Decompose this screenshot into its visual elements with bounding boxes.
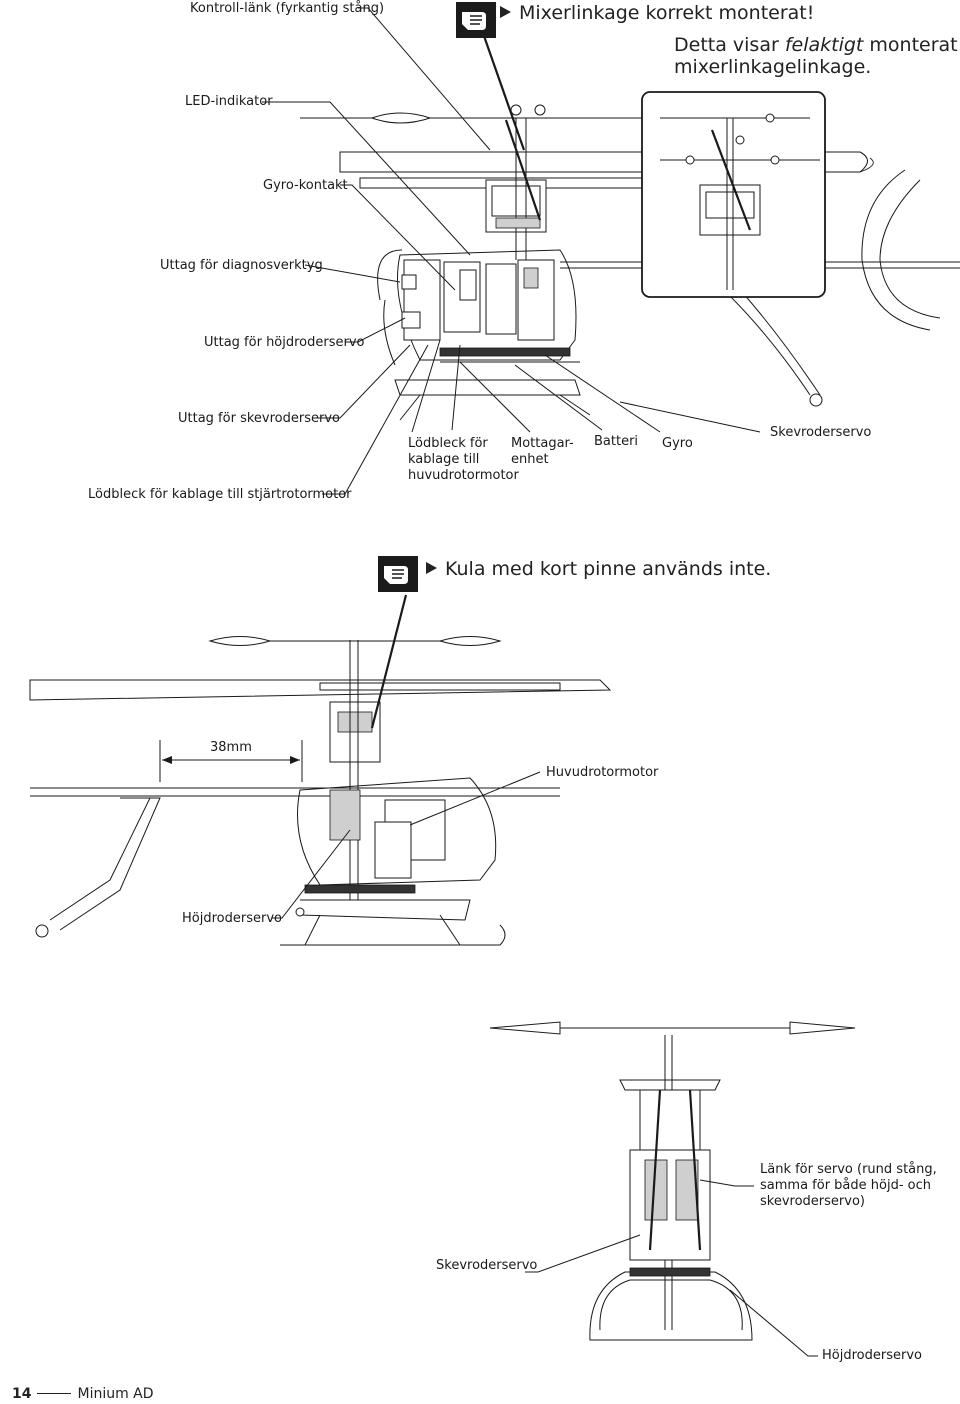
triangle-bullet-icon [500,6,511,18]
product-name: Minium AD [77,1386,154,1402]
label-main-motor-pad: Lödbleck för kablage till huvudrotormoto… [408,436,519,483]
triangle-bullet-icon [426,562,437,574]
page-number: 14 [12,1386,32,1402]
front-helicopter-drawing [489,1021,856,1357]
label-tail-motor-pad: Lödbleck för kablage till stjärtrotormot… [88,487,352,502]
label-aileron-servo-bottom: Skevroderservo [436,1258,538,1273]
label-gyro-connector: Gyro-kontakt [263,178,348,193]
label-elevator-port: Uttag för höjdroderservo [204,335,365,350]
label-aileron-servo-top: Skevroderservo [770,425,872,440]
label-servo-link: Länk för servo (rund stång, samma för bå… [760,1162,937,1209]
label-receiver: Mottagar-enhet [511,436,574,467]
mixer-note-title: Mixerlinkage korrekt monterat! [500,2,814,24]
dimension-38mm: 38mm [210,740,252,755]
label-elevator-servo-bottom: Höjdroderservo [822,1348,922,1363]
label-main-motor: Huvudrotormotor [546,765,659,780]
top-leader-lines [262,7,761,495]
footer-divider [37,1393,72,1394]
top-helicopter-drawing [300,35,960,421]
ball-note: Kula med kort pinne används inte. [426,558,771,580]
hand-pointer-icon [378,556,418,592]
label-led-indicator: LED-indikator [185,94,273,109]
label-aileron-port: Uttag för skevroderservo [178,411,340,426]
hand-pointer-icon [456,2,496,38]
side-helicopter-drawing [29,594,612,946]
label-diagnostic-port: Uttag för diagnosverktyg [160,258,323,273]
label-battery: Batteri [594,434,639,449]
mixer-note-line2: mixerlinkagelinkage. [674,56,872,78]
label-gyro: Gyro [662,436,693,451]
label-elevator-servo-mid: Höjdroderservo [182,911,282,926]
page-footer: 14 Minium AD [12,1386,154,1402]
mixer-note-line1: Detta visar felaktigt monterat [674,34,958,56]
label-control-link: Kontroll-länk (fyrkantig stång) [190,1,385,16]
